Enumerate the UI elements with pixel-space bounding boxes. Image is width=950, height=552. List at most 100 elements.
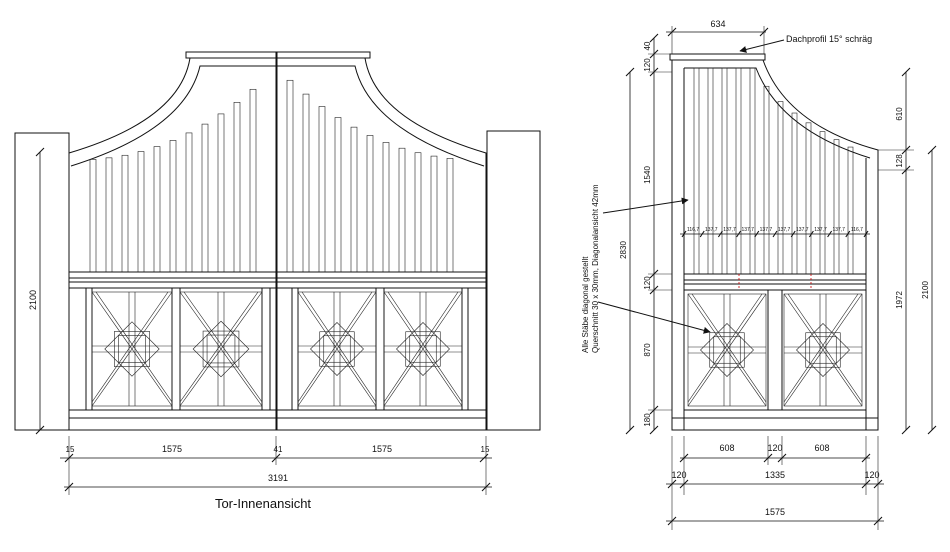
center-diamond [700,323,754,377]
diagonal [783,293,863,407]
diagonal [783,293,859,403]
dim-1575-left: 1575 [162,444,182,454]
vertical-bar [302,93,310,273]
right-lattice-panels [687,293,863,407]
bar-note-line2: Querschnitt 30 x 30mm, Diagonalansicht 4… [591,184,600,353]
spacing-label: 137,7 [778,227,791,233]
right-pillar [486,130,541,431]
center-square [809,336,837,364]
spacing-tick [863,230,869,238]
diagonal [787,293,863,403]
dim-180: 180 [643,413,652,427]
spacing-label: 137,7 [705,227,718,233]
vertical-bar [153,146,161,273]
vertical-bar [819,131,826,275]
diagonal [387,291,463,403]
spacing-tick [736,230,742,238]
dim-608-right: 608 [814,443,829,453]
lattice-frame [91,291,173,407]
dim-610: 610 [895,107,904,121]
spacing-label: 137,7 [796,227,809,233]
dim-1972: 1972 [895,291,904,309]
dim-40: 40 [643,41,652,50]
diagonal [383,291,459,403]
center-square [118,335,146,363]
vertical-bar [382,142,390,273]
vertical-bar [791,112,798,275]
center-square [713,336,741,364]
center-diamond [104,321,160,377]
vertical-bar [169,140,177,273]
roof-cap [185,51,371,59]
bar-spacing-row: 116,7 137,7 137,7 137,7 137,7 137,7 137,7 137,7… [681,227,869,238]
dim-2830: 2830 [619,241,628,259]
left-pillar [14,132,70,431]
dim-41: 41 [274,445,283,454]
vertical-bar [185,132,193,273]
center-diamond [310,322,364,376]
vertical-bar [735,67,742,275]
lattice-frame [783,293,863,407]
dim-120-center: 120 [767,443,782,453]
vertical-bar [233,102,241,273]
view-title: Tor-Innenansicht [215,496,311,511]
diagonal [297,291,373,403]
spacing-label: 137,7 [723,227,736,233]
vertical-bar [847,146,854,275]
dim-128: 128 [895,154,904,168]
vertical-bar [137,151,145,273]
vertical-bar [366,135,374,273]
diagonal [91,291,173,407]
dim-1540: 1540 [643,166,652,184]
center-square-outer [202,330,240,368]
vertical-bar [249,88,257,273]
vertical-bar [707,67,714,275]
diagonal [301,291,377,403]
spacing-tick [717,230,723,238]
dim-120-top: 120 [643,58,652,72]
spacing-tick [845,230,851,238]
spacing-tick [681,230,687,238]
center-square-outer [405,331,441,367]
lattice-frame [179,291,263,407]
lattice-frame [687,293,767,407]
spacing-label: 137,7 [832,227,845,233]
vertical-bar [777,101,784,275]
vertical-bar [350,126,358,273]
diagonal [183,291,263,403]
vertical-bar [693,67,700,275]
diagonal [687,293,763,403]
dim-120-bottom-left: 120 [671,470,686,480]
center-square [323,335,351,363]
spacing-tick [827,230,833,238]
vertical-bar [89,159,97,273]
dim-1575-total: 1575 [765,507,785,517]
vertical-bar [430,155,438,273]
spacing-label: 116,7 [687,227,699,233]
spacing-label: 137,7 [741,227,754,233]
bar-note-line1: Alle Stäbe diagonal gestellt [581,256,590,353]
vertical-bar [833,139,840,275]
spacing-tick [772,230,778,238]
right-roof-cap [669,53,766,61]
center-diamond [396,322,450,376]
vertical-bar [749,67,756,275]
center-square [206,334,236,364]
vertical-bar [105,157,113,273]
center-square-outer [709,332,745,368]
center-diamond [796,323,850,377]
diagonal [297,291,377,407]
spacing-tick [699,230,705,238]
diagonal [179,291,259,403]
roof-note: Dachprofil 15° schräg [786,34,872,44]
spacing-label: 116,7 [851,227,863,233]
spacing-label: 137,7 [814,227,827,233]
right-view: 634 Dachprofil 15° schräg 40 120 1540 12… [581,19,937,530]
dim-1335: 1335 [765,470,785,480]
vertical-bar [763,85,770,275]
vertical-bar [446,158,454,273]
left-vertical-bars [89,79,454,273]
dim-120-mid: 120 [643,276,652,290]
vertical-bar [121,154,129,273]
